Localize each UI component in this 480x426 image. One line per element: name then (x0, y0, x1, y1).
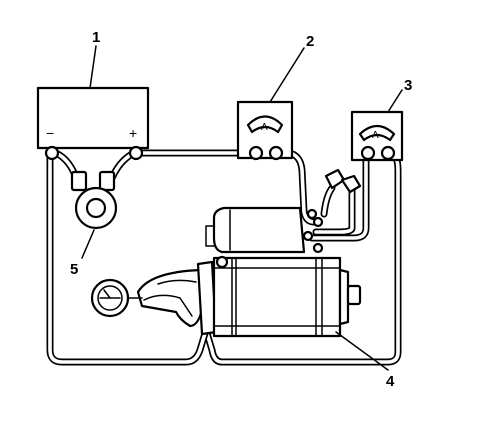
solenoid-terminal-b (312, 216, 324, 228)
solenoid-terminal-g (312, 242, 324, 254)
drive-housing (136, 268, 206, 328)
starter-motor (136, 206, 362, 338)
clamp-jaw-left (70, 170, 88, 192)
battery: − + (36, 86, 150, 161)
callout-1: 1 (92, 29, 100, 46)
switch-plunger (340, 174, 362, 194)
callout-5: 5 (70, 261, 78, 278)
clamp-meter (70, 170, 118, 230)
ammeter-3-symbol: A (372, 130, 379, 141)
leader-5 (81, 229, 95, 259)
callouts: 1 2 3 4 5 (70, 29, 412, 390)
callout-2: 2 (306, 33, 314, 50)
leader-2 (269, 47, 305, 103)
ammeter-2-scale (246, 115, 284, 134)
clamp-jaw-right (98, 170, 116, 192)
solenoid-body (212, 206, 306, 254)
solenoid-terminal-s (306, 208, 318, 220)
ammeter-3: A (350, 110, 404, 162)
ammeter-2-case (236, 100, 294, 160)
battery-pos-terminal (128, 145, 144, 161)
ammeter-2-symbol: A (261, 122, 268, 133)
battery-positive-label: + (129, 125, 137, 141)
ammeter-3-terminal-left (360, 145, 376, 161)
ammeter-2-terminal-left (248, 145, 264, 161)
rpm-gauge (90, 278, 143, 318)
switch-clip (324, 168, 346, 190)
solenoid-terminal-m (302, 230, 314, 242)
end-cap (338, 268, 350, 326)
ammeter-3-scale (358, 124, 396, 142)
callout-3: 3 (404, 77, 412, 94)
shaft-end (346, 284, 362, 306)
clamp-meter-center (85, 197, 107, 219)
solenoid-cap (205, 225, 215, 247)
ammeter-2-terminal-right (268, 145, 284, 161)
remote-starter-switch (324, 168, 362, 194)
callout-4: 4 (386, 373, 395, 390)
leader-1 (89, 45, 97, 89)
rpm-gauge-needle (103, 289, 111, 299)
ammeter-2: A (236, 100, 294, 161)
leader-4 (335, 331, 389, 371)
battery-case (36, 86, 150, 150)
battery-negative-label: − (46, 125, 54, 141)
ammeter-3-terminal-right (380, 145, 396, 161)
motor-body (212, 256, 342, 338)
leader-3 (387, 89, 403, 113)
battery-neg-terminal (44, 145, 60, 161)
ground-ring (215, 255, 229, 269)
